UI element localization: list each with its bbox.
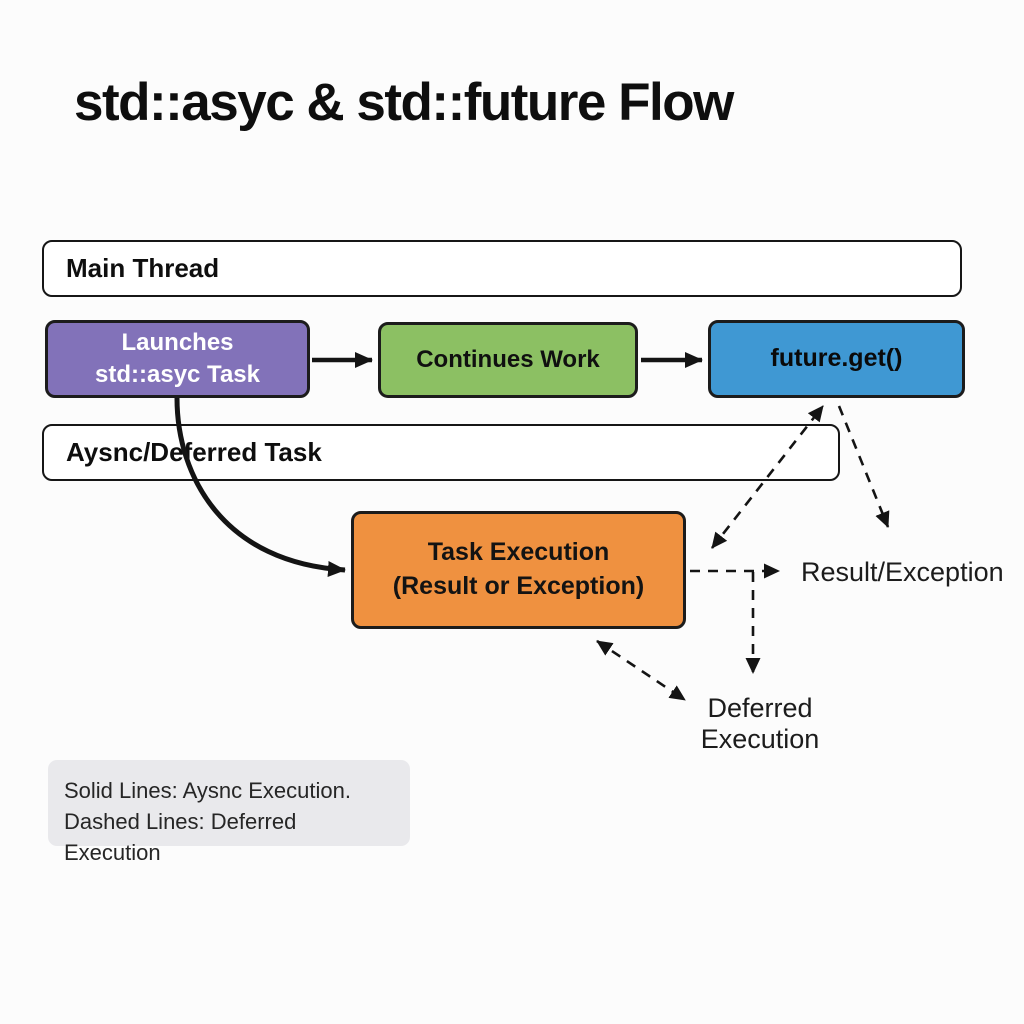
async-deferred-lane: Aysnc/Deferred Task xyxy=(42,424,840,481)
dashed-arrow-futureget-to-result xyxy=(837,405,890,528)
diagram-title: std::asyc & std::future Flow xyxy=(74,73,734,132)
dashed-arrow-task-to-deferred xyxy=(596,639,686,702)
deferred-execution-label: Deferred Execution xyxy=(690,693,830,755)
task-execution-node: Task Execution (Result or Exception) xyxy=(351,511,686,629)
legend-solid-lines: Solid Lines: Aysnc Execution. xyxy=(64,778,351,803)
future-get-label: future.get() xyxy=(770,344,903,373)
legend-box: Solid Lines: Aysnc Execution. Dashed Lin… xyxy=(48,760,410,865)
continues-work-node: Continues Work xyxy=(378,322,638,398)
continues-work-label: Continues Work xyxy=(416,345,600,373)
launches-label-line1: Launches xyxy=(121,328,234,356)
launches-label-line2: std::asyc Task xyxy=(95,361,260,388)
main-thread-label: Main Thread xyxy=(66,253,220,283)
legend-dashed-lines: Dashed Lines: Deferred Execution xyxy=(64,809,297,866)
task-execution-label-line1: Task Execution xyxy=(427,538,610,567)
result-exception-label: Result/Exception xyxy=(801,557,1004,587)
main-thread-lane: Main Thread xyxy=(42,240,962,297)
deferred-execution-label-line1: Deferred xyxy=(707,693,813,723)
deferred-execution-label-line2: Execution xyxy=(700,724,820,755)
task-execution-label-line2: (Result or Exception) xyxy=(392,572,645,600)
future-get-node: future.get() xyxy=(708,320,965,398)
launches-async-task-node: Launches std::asyc Task xyxy=(45,320,310,398)
async-deferred-label: Aysnc/Deferred Task xyxy=(66,437,322,467)
